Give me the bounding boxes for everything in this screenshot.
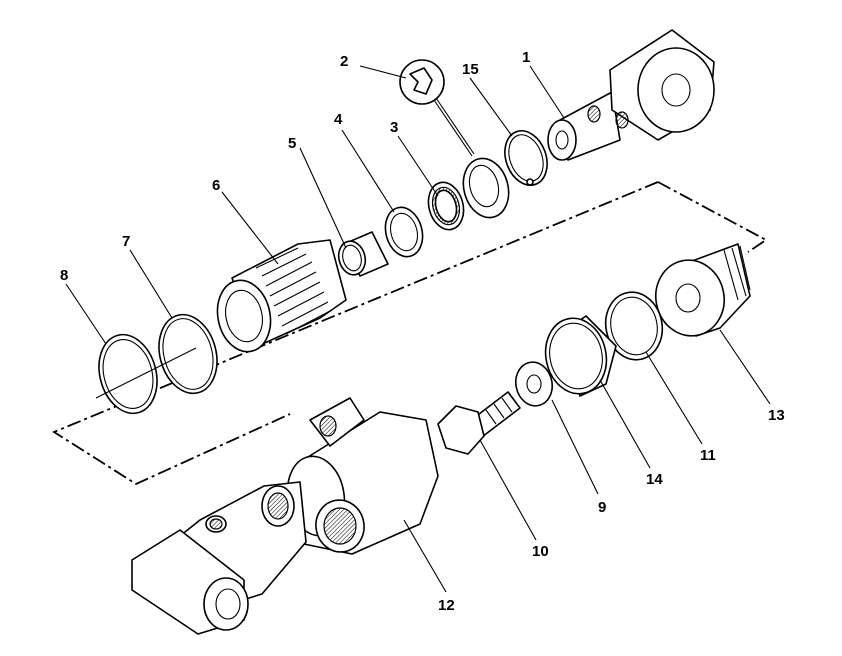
part-7-o-ring (158, 313, 218, 395)
callout-15: 15 (462, 61, 479, 78)
callout-9: 9 (598, 499, 606, 516)
callout-6: 6 (212, 177, 220, 194)
callout-10: 10 (532, 543, 549, 560)
callout-1: 1 (522, 49, 530, 66)
part-11-piston-seal (604, 291, 664, 361)
callout-4: 4 (334, 111, 343, 128)
part-10-bolt (437, 391, 521, 455)
part-13-piston (655, 243, 751, 337)
part-14-wear-band (544, 315, 617, 397)
callout-12: 12 (438, 597, 455, 614)
callout-labels: 1 2 3 4 5 6 7 8 9 10 11 12 13 14 15 (60, 49, 785, 614)
callout-13: 13 (768, 407, 785, 424)
part-4-ring (384, 206, 424, 258)
assembly-boundary-line (52, 181, 768, 486)
part-3-wear-ring (427, 181, 465, 231)
leader-lines (65, 65, 771, 593)
part-3-seal-ring (462, 157, 510, 219)
callout-11: 11 (700, 447, 716, 464)
callout-14: 14 (646, 471, 663, 488)
part-9-washer (515, 361, 553, 407)
part-6-gland-head (216, 239, 347, 353)
part-15-snap-ring (504, 130, 548, 186)
part-1-rod-eye (547, 29, 715, 161)
callout-5: 5 (288, 135, 296, 152)
callout-8: 8 (60, 267, 68, 284)
part-5-bushing (337, 231, 389, 277)
part-2-fitting (399, 59, 475, 157)
callout-2: 2 (340, 53, 348, 70)
part-12-cylinder-tube (131, 397, 439, 635)
callout-7: 7 (122, 233, 130, 250)
callout-3: 3 (390, 119, 398, 136)
part-8-backup-ring (98, 333, 158, 415)
